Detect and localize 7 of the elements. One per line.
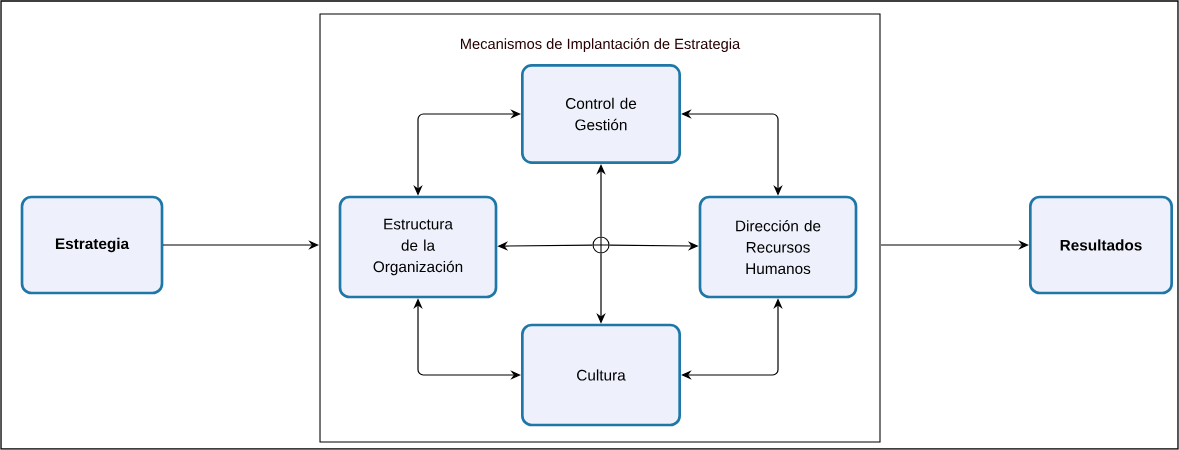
process-box: Dirección de Recursos Humanos — [698, 195, 858, 299]
process-box: Control de Gestión — [521, 64, 681, 164]
process-box: Resultados — [1029, 195, 1173, 295]
process-box: Estrategia — [20, 195, 164, 295]
junction-symbol — [592, 236, 610, 254]
process-box: Cultura — [521, 323, 681, 427]
process-box: Estructura de la Organización — [338, 195, 498, 299]
